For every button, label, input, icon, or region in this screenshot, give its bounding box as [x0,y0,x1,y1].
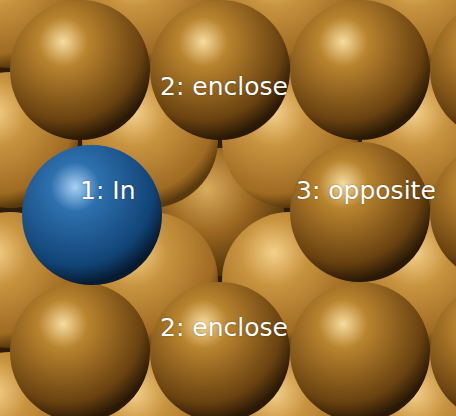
indium-atom [22,145,162,285]
callout-label: 3: opposite [296,177,436,205]
surface-atoms [10,0,456,416]
callout-label: 2: enclose [160,73,288,101]
callout-label: 1: In [80,177,136,205]
callout-label: 2: enclose [160,314,288,342]
